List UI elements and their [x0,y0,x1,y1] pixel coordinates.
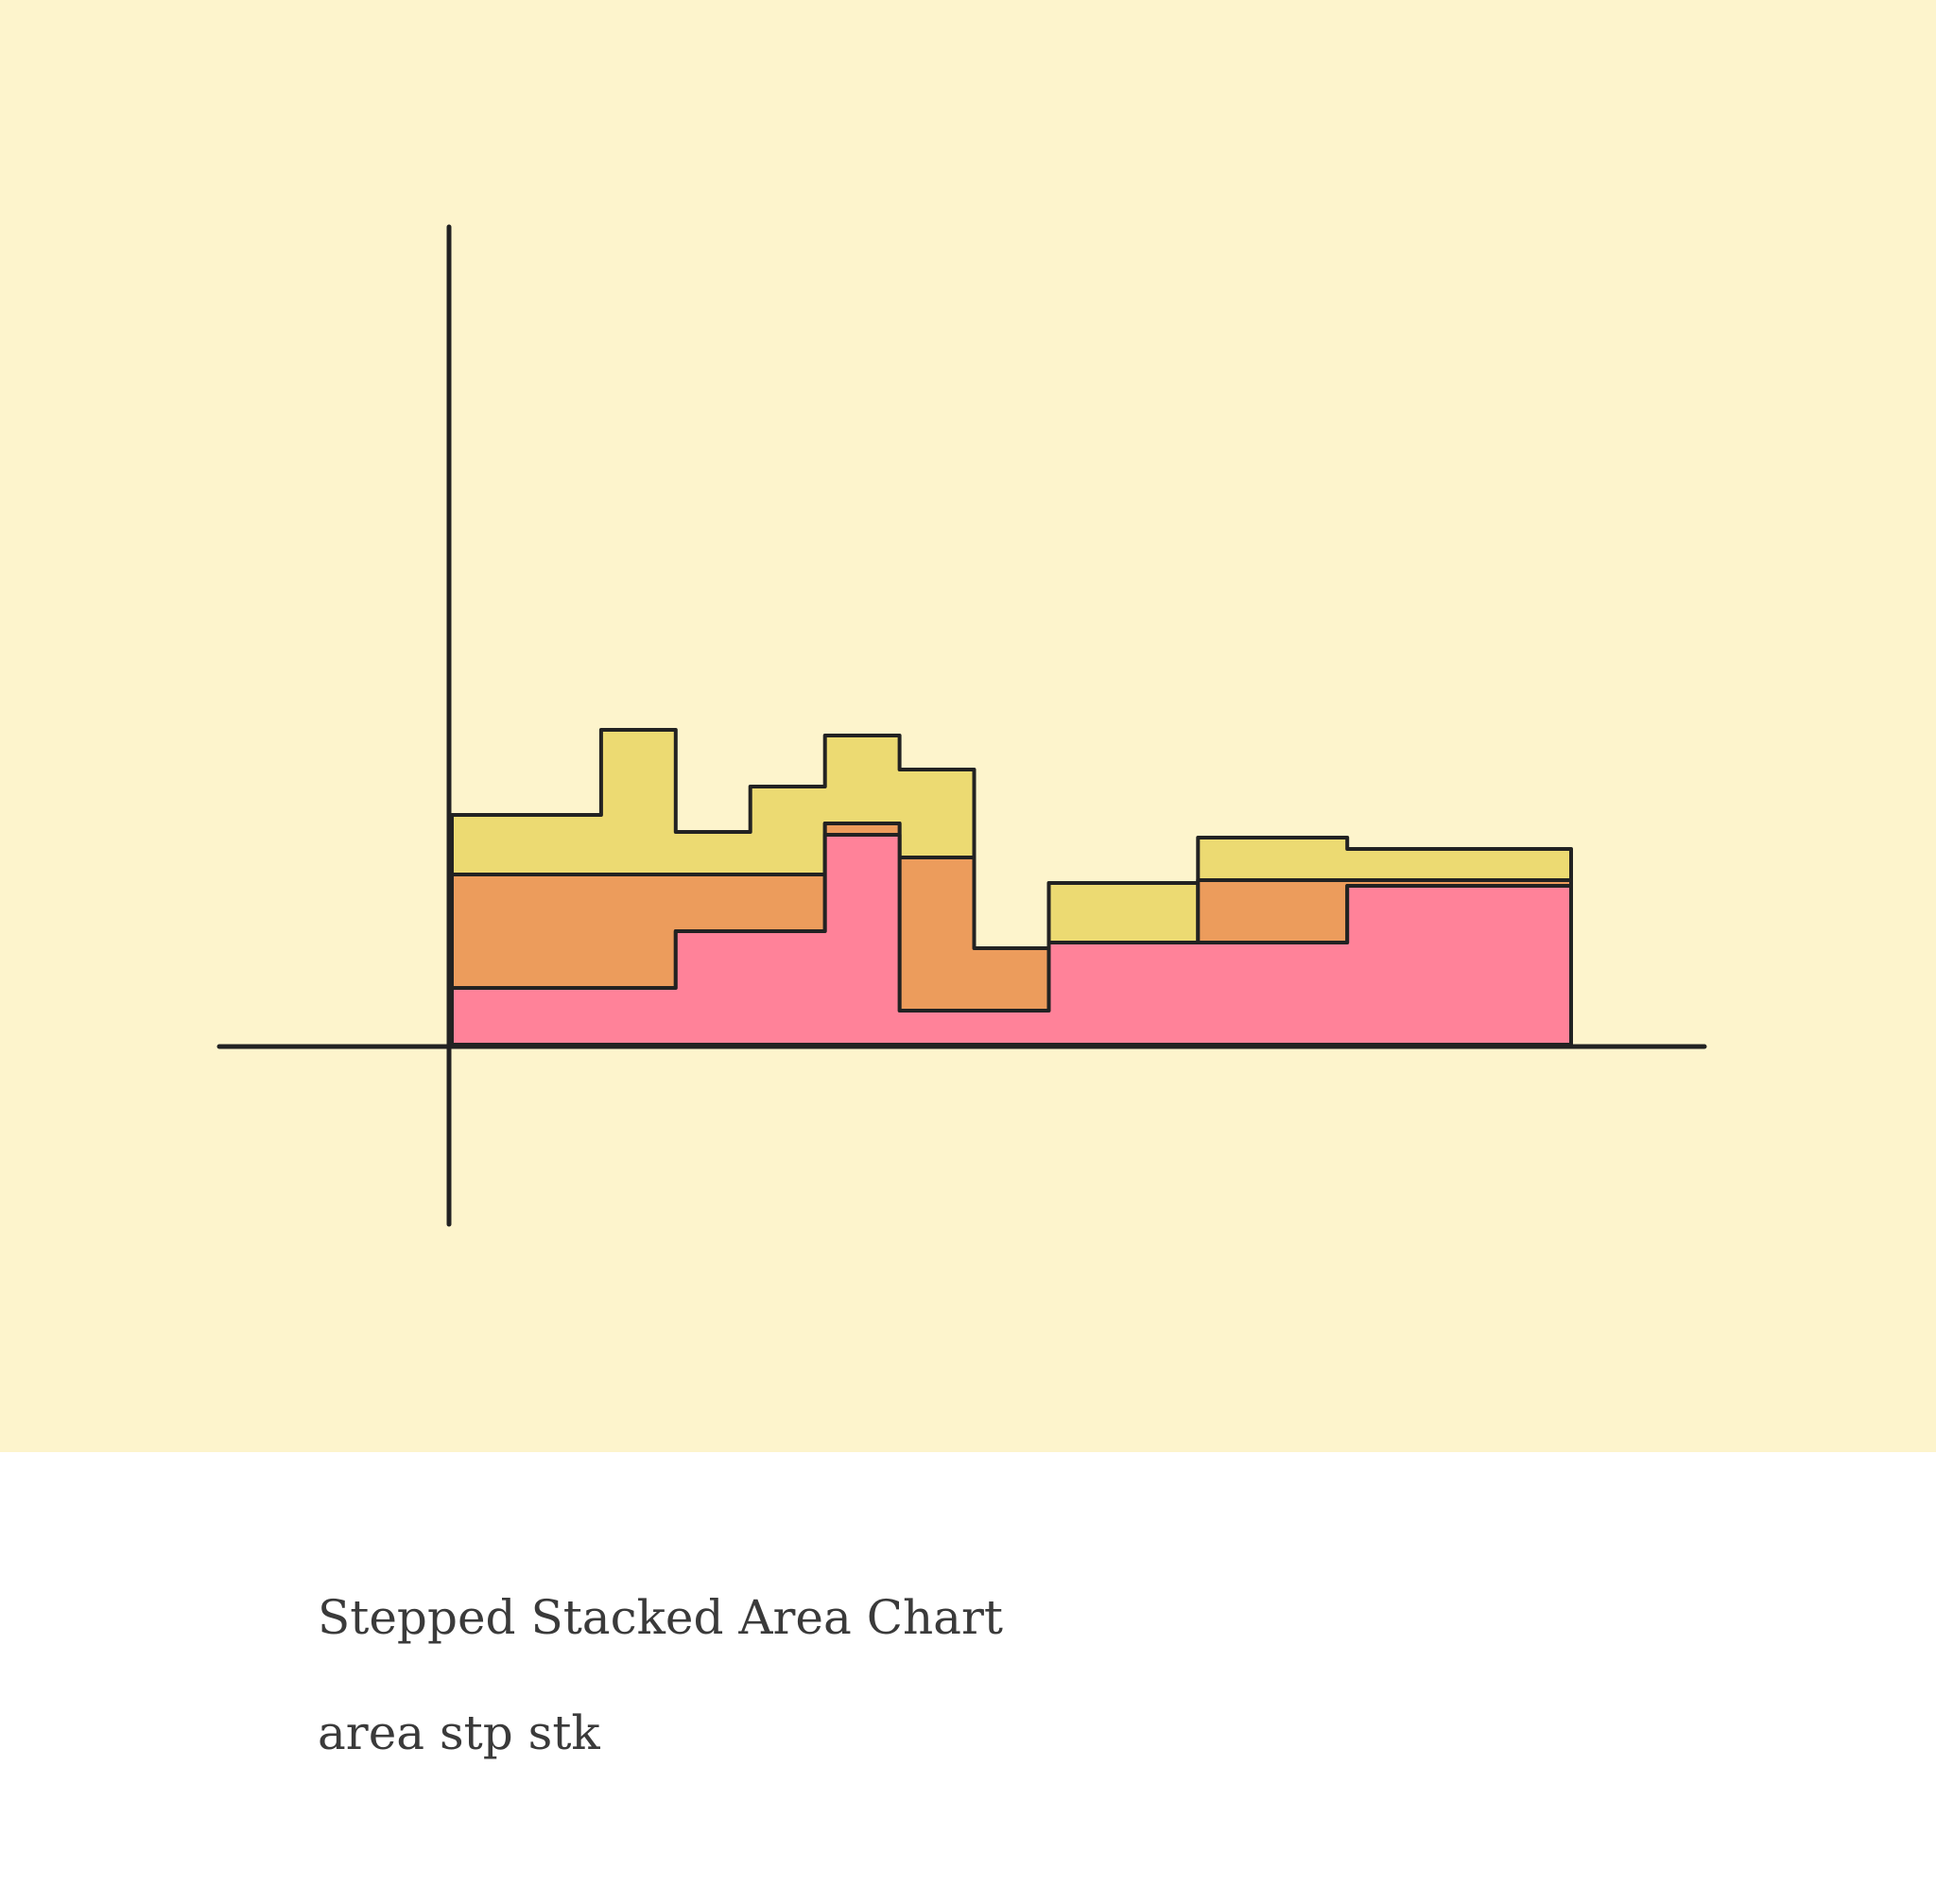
axes-layer [216,224,1707,1227]
caption-panel [0,1452,1936,1904]
stepped-stacked-area-chart [216,224,1707,1227]
chart-title: Stepped Stacked Area Chart [318,1590,1003,1645]
chart-illustration [0,0,1936,1452]
chart-tags: area stp stk [318,1705,600,1760]
areas-layer [450,728,1573,1047]
